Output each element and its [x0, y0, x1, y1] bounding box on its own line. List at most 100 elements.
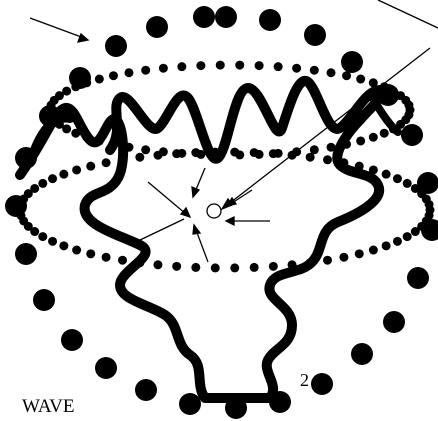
- ellipse-dot: [310, 66, 319, 75]
- ellipse-dot: [235, 61, 244, 70]
- left-edge-stroke: [35, 117, 70, 150]
- arrow-line: [30, 18, 84, 38]
- outer-dot: [135, 379, 157, 401]
- ellipse-dot: [38, 232, 47, 241]
- arrow-line: [140, 219, 184, 240]
- outer-dot: [383, 311, 405, 333]
- ellipse-dot: [393, 174, 402, 183]
- outer-dot: [105, 35, 127, 57]
- ellipse-dot: [95, 75, 104, 84]
- ellipse-dot: [59, 241, 68, 250]
- outer-dot: [215, 6, 237, 28]
- ellipse-dot: [306, 153, 315, 162]
- outer-dot: [179, 393, 201, 415]
- ellipse-dot: [191, 263, 200, 272]
- outer-dot: [311, 373, 333, 395]
- arrow-line: [196, 230, 208, 262]
- ellipse-dot: [393, 237, 402, 246]
- ellipse-dot: [250, 263, 259, 272]
- arrow-head: [181, 208, 190, 217]
- arrow-head: [193, 225, 200, 234]
- outer-dot: [407, 267, 429, 289]
- outer-dot: [401, 124, 423, 146]
- outer-dot: [259, 9, 281, 31]
- ellipse-dot: [86, 249, 95, 258]
- ellipse-dot: [323, 256, 332, 265]
- number-label: 2: [300, 370, 309, 390]
- arrow-head: [192, 187, 199, 197]
- outer-dot: [15, 243, 37, 265]
- arrow-line: [378, 0, 438, 28]
- ellipse-dot: [124, 68, 133, 77]
- ellipse-dot: [48, 237, 57, 246]
- ellipse-dot: [404, 101, 413, 110]
- ellipse-dot: [30, 184, 39, 193]
- ellipse-dot: [86, 162, 95, 171]
- ellipse-dot: [59, 170, 68, 179]
- ellipse-dot: [135, 153, 144, 162]
- arrow-line: [148, 182, 186, 214]
- ellipse-dot: [274, 62, 283, 71]
- ellipse-dot: [216, 61, 225, 70]
- ellipse-dot: [403, 232, 412, 241]
- arrow-head: [226, 217, 234, 225]
- ellipse-dot: [323, 155, 332, 164]
- ellipse-dot: [369, 133, 378, 142]
- ellipse-dot: [153, 151, 162, 160]
- ellipse-dot: [425, 200, 434, 209]
- ellipse-dot: [356, 136, 365, 145]
- outer-dot: [33, 289, 55, 311]
- ellipse-dot: [141, 145, 150, 154]
- ellipse-dot: [177, 62, 186, 71]
- ellipse-dot: [269, 262, 278, 271]
- ellipse-dot: [71, 82, 80, 91]
- ellipse-dot: [250, 148, 259, 157]
- ellipse-dot: [141, 66, 150, 75]
- center-particle: [207, 204, 221, 218]
- ellipse-dot: [369, 246, 378, 255]
- ellipse-dot: [109, 71, 118, 80]
- ellipse-dot: [153, 260, 162, 269]
- ellipse-dot: [102, 158, 111, 167]
- ellipse-dot: [82, 78, 91, 87]
- ellipse-dot: [172, 149, 181, 158]
- ellipse-dot: [339, 253, 348, 262]
- ellipse-dot: [191, 148, 200, 157]
- ellipse-dot: [382, 170, 391, 179]
- ellipse-dot: [292, 64, 301, 73]
- ellipse-dot: [230, 148, 239, 157]
- ellipse-dot: [380, 129, 389, 138]
- ellipse-dot: [382, 241, 391, 250]
- wave-label: WAVE: [22, 396, 74, 417]
- ellipse-dot: [342, 71, 351, 80]
- ellipse-dot: [72, 246, 81, 255]
- outer-dot: [304, 24, 326, 46]
- ellipse-dot: [403, 179, 412, 188]
- outer-dot: [351, 343, 373, 365]
- ellipse-dot: [118, 256, 127, 265]
- ellipse-dot: [102, 253, 111, 262]
- ellipse-dot: [230, 263, 239, 272]
- ellipse-dot: [269, 149, 278, 158]
- ellipse-dot: [48, 174, 57, 183]
- ellipse-dot: [255, 61, 264, 70]
- ellipse-dot: [327, 68, 336, 77]
- outer-dot: [146, 16, 168, 38]
- ellipse-dot: [211, 263, 220, 272]
- ellipse-dot: [356, 75, 365, 84]
- arrow-line: [232, 190, 252, 203]
- lower-dotted-ellipse: [16, 148, 435, 273]
- outer-dot: [193, 6, 215, 28]
- outer-dot: [95, 357, 117, 379]
- ellipse-dot: [62, 87, 71, 96]
- ellipse-dot: [72, 165, 81, 174]
- arrow-head: [78, 34, 88, 42]
- outer-dot: [61, 329, 83, 351]
- ellipse-dot: [172, 262, 181, 271]
- ellipse-dot: [355, 249, 364, 258]
- ellipse-dot: [196, 61, 205, 70]
- outer-dot: [341, 51, 363, 73]
- ellipse-dot: [159, 64, 168, 73]
- ellipse-dot: [38, 179, 47, 188]
